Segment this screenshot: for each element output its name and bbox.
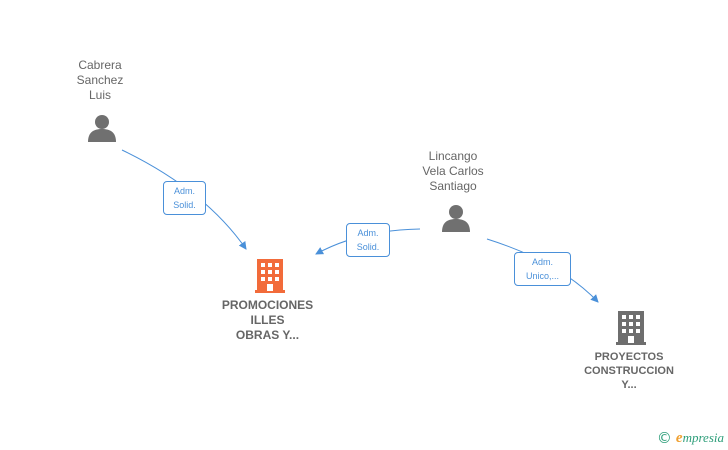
name-line: CONSTRUCCION [584,365,674,377]
building-icon[interactable] [616,311,646,345]
name-line: OBRAS Y... [235,328,300,342]
name-line: Sanchez [76,73,124,87]
brand-wordmark: empresia [676,430,724,447]
role-line: Adm. [357,228,379,238]
person-icon[interactable] [441,203,471,233]
copyright-icon: © [656,429,672,447]
person-name-cabrera[interactable]: Cabrera Sanchez Luis [60,58,140,103]
name-line: Lincango [428,149,478,163]
brand-name-rest: mpresia [682,429,724,445]
role-line: Solid. [173,200,196,210]
name-line: Y... [621,379,637,391]
role-line: Unico,... [525,271,559,281]
edge-label-lincango-proyectos[interactable]: Adm. Unico,... [514,252,571,286]
name-line: Santiago [429,179,477,193]
name-line: ILLES [250,313,285,327]
role-line: Solid. [356,242,380,252]
name-line: Cabrera [78,58,122,72]
edge-label-cabrera-promociones[interactable]: Adm. Solid. [163,181,206,215]
brand-initial: e [675,429,683,446]
person-name-lincango[interactable]: Lincango Vela Carlos Santiago [408,149,498,194]
name-line: PROMOCIONES [221,298,314,312]
role-line: Adm. [531,257,553,267]
person-icon[interactable] [87,113,117,143]
name-line: PROYECTOS [594,351,664,363]
edge-label-lincango-promociones[interactable]: Adm. Solid. [346,223,390,257]
name-line: Luis [88,88,111,102]
role-line: Adm. [173,186,195,196]
company-name-promociones[interactable]: PROMOCIONES ILLES OBRAS Y... [205,298,330,343]
name-line: Vela Carlos [422,164,484,178]
building-icon[interactable] [255,259,285,293]
brand-logo: © empresia [656,429,724,447]
company-name-proyectos[interactable]: PROYECTOS CONSTRUCCION Y... [570,350,688,392]
